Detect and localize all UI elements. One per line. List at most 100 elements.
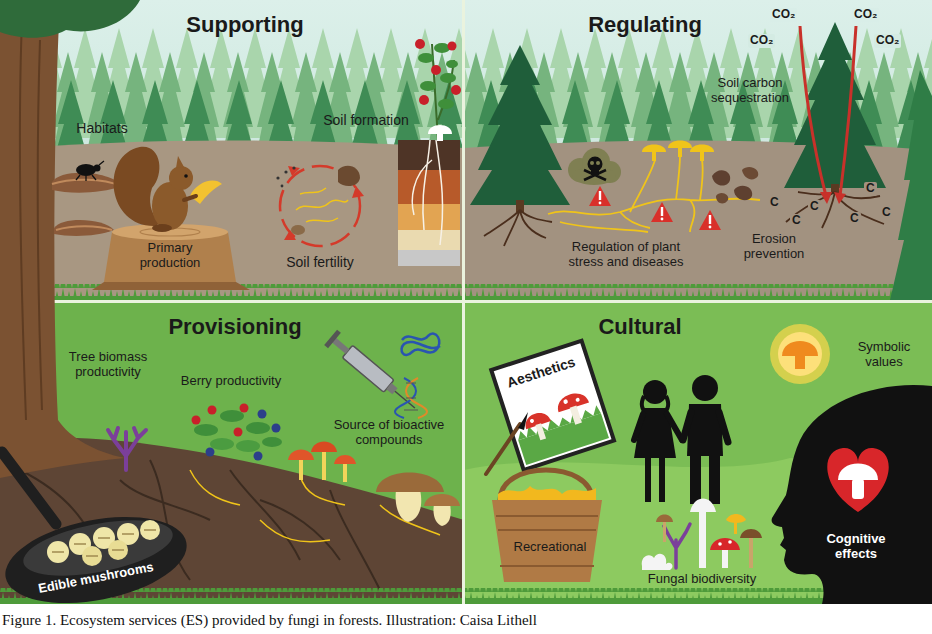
orange-mushrooms [343, 462, 347, 482]
pathogen-cloud [596, 161, 600, 165]
meadow-background [0, 588, 932, 604]
children-silhouette [683, 412, 691, 440]
tree-trunk [20, 20, 42, 420]
soil-profile [412, 140, 442, 245]
picture-frame [535, 423, 546, 440]
beetle [76, 164, 96, 176]
soil-profile [398, 250, 460, 266]
squirrel [184, 174, 188, 178]
fungal-diversity [642, 554, 673, 570]
berry-plant [415, 39, 425, 49]
nutrient-cycle [281, 185, 284, 188]
service-label: Aesthetics [500, 352, 581, 392]
carbon-label: C [880, 206, 893, 220]
tree-trunk [0, 0, 140, 38]
panel-heading: Regulating [570, 12, 720, 37]
beetle [94, 165, 101, 172]
soil-aggregate [712, 170, 730, 185]
soil-profile [398, 170, 460, 204]
gas-label: CO₂ [770, 8, 797, 22]
warning-sign [599, 202, 602, 205]
tree-trunk [0, 0, 125, 478]
fungal-diversity [642, 499, 762, 571]
picture-frame [491, 341, 614, 470]
fungal-diversity [664, 524, 690, 568]
orange-mushrooms [288, 442, 356, 483]
nutrient-cycle [296, 188, 348, 222]
service-label: Fungal biodiversity [630, 572, 774, 587]
conifer-tree [784, 22, 886, 188]
soil-profile [398, 204, 460, 230]
berry-bush [192, 416, 201, 425]
conifer-tree [484, 210, 552, 246]
children-silhouette [692, 375, 718, 401]
berry-plant [415, 39, 461, 141]
berry-plant [448, 42, 457, 51]
fungal-diversity [718, 542, 722, 546]
fungal-diversity [728, 540, 732, 544]
squirrel [169, 166, 193, 190]
fungal-diversity [699, 508, 706, 568]
forest-background [0, 140, 464, 302]
berry-plant [434, 43, 450, 53]
berry-bush [272, 424, 281, 433]
soil-aggregate [742, 167, 758, 179]
syringe [342, 345, 394, 392]
fungal-diversity [749, 534, 753, 568]
picture-frame [491, 341, 614, 470]
squirrel [184, 196, 196, 200]
squirrel [114, 147, 222, 232]
protein-structure [402, 334, 440, 355]
coral-fungus [108, 428, 146, 470]
warning-sign [699, 210, 721, 230]
service-label: Erosion prevention [732, 232, 816, 262]
children-silhouette [719, 412, 728, 442]
meadow-background [464, 302, 932, 604]
squirrel [152, 224, 172, 232]
nutrient-cycle [288, 166, 300, 176]
berry-bush [254, 452, 263, 461]
berry-bush [258, 410, 267, 419]
tree-stump [112, 224, 228, 240]
gas-label: CO₂ [748, 34, 775, 48]
mushroom-basket [492, 500, 602, 582]
conifer-tree [784, 22, 886, 228]
service-panel: ProvisioningTree biomass productivityBer… [0, 302, 464, 604]
forest-background [0, 0, 932, 302]
symbol-sun [778, 332, 822, 376]
picture-frame [518, 412, 528, 430]
berry-plant [438, 99, 454, 109]
pathogen-cloud [572, 167, 616, 185]
service-panel: CulturalAestheticsSymbolic valuesRecreat… [464, 302, 932, 604]
berry-bush [194, 424, 218, 436]
orange-mushrooms [288, 450, 314, 461]
children-silhouette [690, 454, 701, 504]
nutrient-cycle [280, 166, 360, 246]
berry-plant [451, 85, 461, 95]
service-label: Habitats [58, 120, 146, 136]
meadow-background [0, 598, 932, 604]
warning-sign [709, 226, 712, 229]
berry-plant [446, 60, 458, 68]
nutrient-cycle [291, 225, 305, 235]
head-silhouette [772, 385, 932, 604]
bolete-mushroom [433, 504, 450, 526]
picture-frame [575, 397, 580, 402]
symbol-sun [782, 341, 818, 356]
fungal-diversity [722, 548, 728, 568]
carbon-flow-arrow [840, 26, 856, 196]
beetle [76, 161, 104, 181]
mushroom-basket [492, 470, 602, 582]
bracket-fungi [54, 220, 114, 236]
berry-bush [240, 404, 249, 413]
berry-plant [431, 65, 441, 75]
pathogen-cloud [590, 161, 594, 165]
orange-mushrooms [299, 458, 303, 480]
bracket-fungi [56, 226, 112, 230]
soil-aggregate [716, 193, 728, 203]
pathogen-cloud [584, 170, 606, 180]
warning-sign [661, 207, 663, 216]
berry-plant [437, 133, 443, 141]
orange-mushrooms [322, 450, 326, 480]
